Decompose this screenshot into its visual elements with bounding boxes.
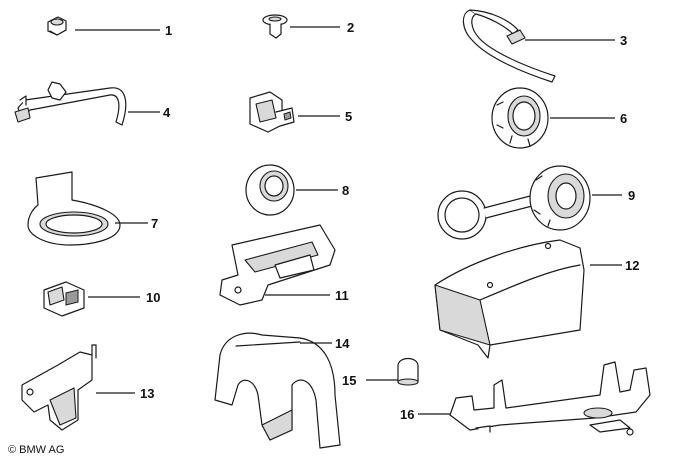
part-10-clip-drawing	[43, 281, 85, 317]
part-13-label: 13	[140, 386, 154, 401]
part-15-cap-nut-drawing	[397, 357, 419, 386]
part-1-nut-drawing	[47, 16, 67, 36]
part-14-shroud-drawing	[214, 332, 341, 449]
part-14-label: 14	[335, 336, 350, 351]
part-12-label: 12	[625, 258, 639, 273]
part-8-collar-drawing	[245, 164, 295, 216]
part-7-bracket-drawing	[27, 171, 121, 246]
part-3-cable-tie-drawing	[462, 9, 556, 83]
part-12-cover-drawing	[434, 239, 585, 359]
part-16-label: 16	[400, 407, 414, 422]
part-2-rivet-drawing	[262, 14, 288, 39]
part-3-label: 3	[620, 33, 627, 48]
part-11-label: 11	[335, 288, 349, 303]
part-16-carrier-drawing	[449, 361, 651, 436]
part-7-label: 7	[151, 216, 158, 231]
part-1-label: 1	[165, 23, 172, 38]
copyright-notice: © BMW AG	[8, 444, 65, 456]
part-11-cable-channel-drawing	[219, 224, 336, 306]
part-9-lock-ring-drawing	[437, 165, 591, 240]
part-15-label: 15	[342, 373, 356, 388]
part-8-label: 8	[342, 183, 349, 198]
part-4-label: 4	[163, 105, 171, 120]
part-4-cable-clip-drawing	[14, 81, 127, 126]
part-5-clip-holder-drawing	[249, 91, 295, 133]
part-10-label: 10	[146, 290, 160, 305]
part-5-label: 5	[345, 109, 352, 124]
part-13-bracket-drawing	[21, 344, 97, 431]
part-2-label: 2	[347, 20, 354, 35]
part-6-ring-nut-drawing	[491, 87, 549, 149]
part-9-label: 9	[628, 188, 635, 203]
part-6-label: 6	[620, 111, 627, 126]
